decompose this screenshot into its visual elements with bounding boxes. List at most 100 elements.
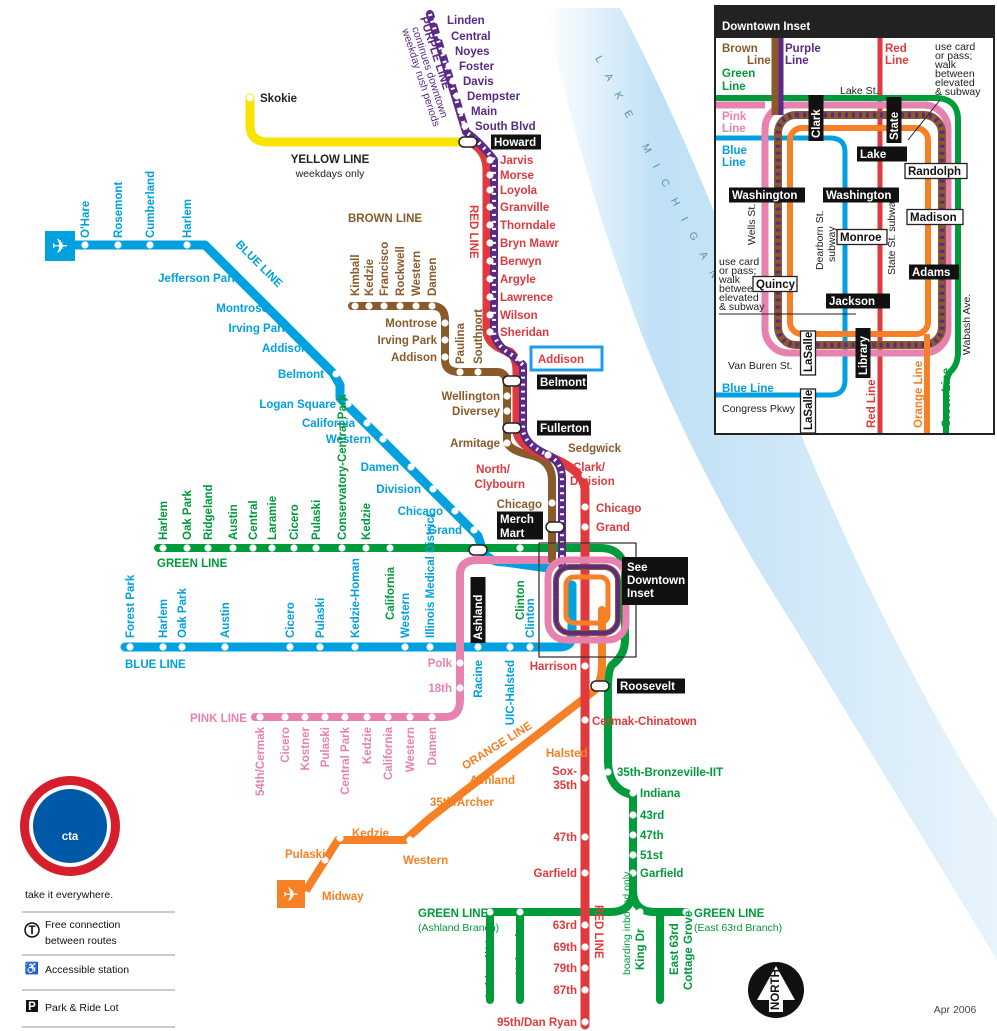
station-dot[interactable] [441, 353, 449, 361]
station-dot[interactable] [286, 643, 294, 651]
station-dot[interactable] [445, 62, 453, 70]
station-dot[interactable] [516, 544, 524, 552]
station-dot[interactable] [316, 643, 324, 651]
station-dot[interactable] [629, 851, 637, 859]
station-dot[interactable] [437, 32, 445, 40]
station-dot[interactable] [406, 713, 414, 721]
station-dot[interactable] [503, 439, 511, 447]
station-dot[interactable] [159, 643, 167, 651]
station-dot[interactable] [441, 336, 449, 344]
station-dot[interactable] [126, 643, 134, 651]
transfer-connector-icon[interactable] [502, 422, 522, 434]
station-dot[interactable] [363, 713, 371, 721]
station-dot[interactable] [486, 275, 494, 283]
transfer-connector-icon[interactable] [502, 375, 522, 387]
station-dot[interactable] [351, 302, 359, 310]
station-dot[interactable] [332, 370, 340, 378]
station-dot[interactable] [581, 943, 589, 951]
station-dot[interactable] [581, 503, 589, 511]
transfer-connector-icon[interactable] [458, 136, 478, 148]
station-dot[interactable] [516, 908, 524, 916]
station-dot[interactable] [114, 241, 122, 249]
station-dot[interactable] [581, 774, 589, 782]
station-dot[interactable] [444, 814, 452, 822]
station-dot[interactable] [581, 869, 589, 877]
station-dot[interactable] [204, 544, 212, 552]
station-dot[interactable] [246, 94, 254, 102]
station-dot[interactable] [249, 544, 257, 552]
station-dot[interactable] [362, 544, 370, 552]
station-dot[interactable] [441, 47, 449, 55]
station-dot[interactable] [386, 544, 394, 552]
station-dot[interactable] [229, 544, 237, 552]
station-dot[interactable] [581, 523, 589, 531]
station-dot[interactable] [290, 544, 298, 552]
station-dot[interactable] [486, 311, 494, 319]
station-dot[interactable] [401, 643, 409, 651]
station-dot[interactable] [268, 544, 276, 552]
station-dot[interactable] [503, 407, 511, 415]
station-dot[interactable] [486, 156, 494, 164]
station-dot[interactable] [384, 713, 392, 721]
station-dot[interactable] [365, 302, 373, 310]
station-dot[interactable] [441, 319, 449, 327]
station-dot[interactable] [682, 908, 690, 916]
station-dot[interactable] [486, 257, 494, 265]
station-dot[interactable] [581, 1018, 589, 1026]
station-dot[interactable] [81, 241, 89, 249]
station-dot[interactable] [183, 241, 191, 249]
selected-station-highlight[interactable] [529, 345, 604, 372]
station-dot[interactable] [457, 107, 465, 115]
station-dot[interactable] [544, 741, 552, 749]
station-dot[interactable] [486, 221, 494, 229]
station-dot[interactable] [456, 684, 464, 692]
station-dot[interactable] [301, 713, 309, 721]
station-dot[interactable] [344, 400, 352, 408]
station-dot[interactable] [396, 302, 404, 310]
station-dot[interactable] [486, 239, 494, 247]
station-dot[interactable] [321, 713, 329, 721]
station-dot[interactable] [503, 392, 511, 400]
station-dot[interactable] [351, 643, 359, 651]
station-dot[interactable] [486, 908, 494, 916]
station-dot[interactable] [296, 324, 304, 332]
station-dot[interactable] [456, 659, 464, 667]
station-dot[interactable] [453, 92, 461, 100]
transfer-connector-icon[interactable] [590, 680, 610, 692]
station-dot[interactable] [474, 643, 482, 651]
downtown-inset[interactable]: Downtown InsetBrownLinePurpleLineRedLine… [714, 5, 995, 435]
station-dot[interactable] [456, 368, 464, 376]
station-dot[interactable] [470, 526, 478, 534]
station-dot[interactable] [380, 302, 388, 310]
station-dot[interactable] [461, 122, 469, 130]
station-dot[interactable] [474, 368, 482, 376]
station-dot[interactable] [321, 856, 329, 864]
station-dot[interactable] [316, 344, 324, 352]
station-dot[interactable] [426, 643, 434, 651]
station-dot[interactable] [581, 662, 589, 670]
station-dot[interactable] [486, 293, 494, 301]
station-dot[interactable] [428, 302, 436, 310]
station-dot[interactable] [506, 643, 514, 651]
transfer-connector-icon[interactable] [545, 521, 565, 533]
station-dot[interactable] [183, 544, 191, 552]
station-dot[interactable] [428, 713, 436, 721]
station-dot[interactable] [636, 908, 644, 916]
downtown-callout-box[interactable] [622, 557, 688, 605]
station-dot[interactable] [338, 544, 346, 552]
station-dot[interactable] [526, 643, 534, 651]
station-dot[interactable] [407, 463, 415, 471]
station-dot[interactable] [581, 986, 589, 994]
station-dot[interactable] [629, 869, 637, 877]
station-dot[interactable] [486, 171, 494, 179]
station-dot[interactable] [281, 713, 289, 721]
station-dot[interactable] [504, 772, 512, 780]
station-dot[interactable] [581, 716, 589, 724]
station-dot[interactable] [336, 834, 344, 842]
station-dot[interactable] [544, 451, 552, 459]
station-dot[interactable] [256, 713, 264, 721]
station-dot[interactable] [379, 435, 387, 443]
station-dot[interactable] [581, 921, 589, 929]
transfer-connector-icon[interactable] [468, 544, 488, 556]
station-dot[interactable] [581, 471, 589, 479]
